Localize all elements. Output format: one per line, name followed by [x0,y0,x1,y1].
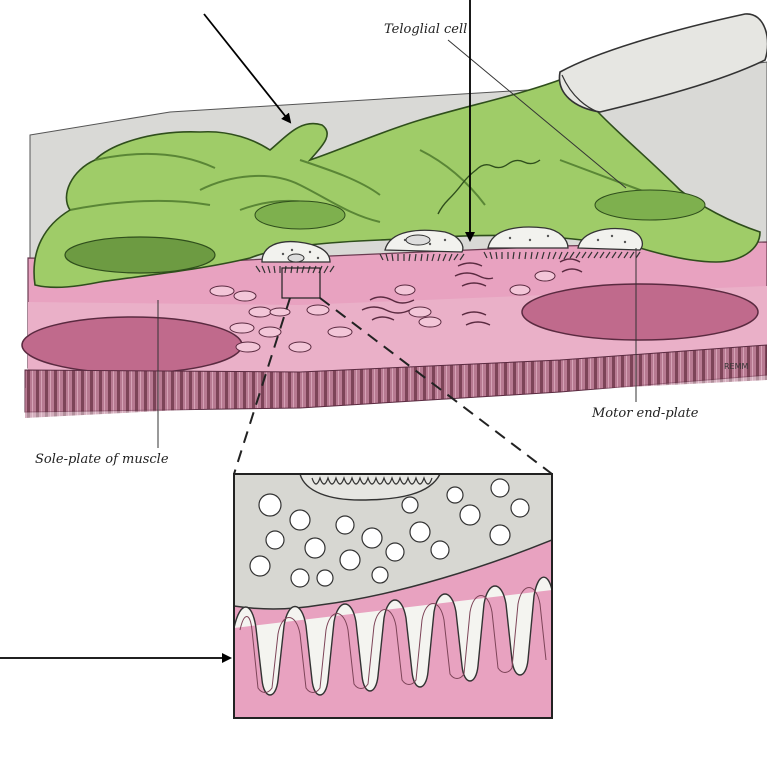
nerve-fold-mid [255,201,345,229]
nerve-fold-right [595,190,705,220]
artist-signature: REMM [724,362,748,371]
terminal-mitochondrion-1 [288,254,304,262]
sole-plate-label: Sole-plate of muscle [35,452,169,467]
muscle-nucleus-right [522,284,758,340]
terminal-mitochondrion-2 [406,235,430,245]
nerve-fold-left [65,237,215,273]
inset-magnified-view [234,474,552,718]
teloglial-cell-label: Teloglial cell [384,22,467,37]
arrow-to-nerve-terminal [204,14,290,122]
muscle-nucleus-left [22,317,242,373]
motor-end-plate-label: Motor end-plate [592,406,698,421]
